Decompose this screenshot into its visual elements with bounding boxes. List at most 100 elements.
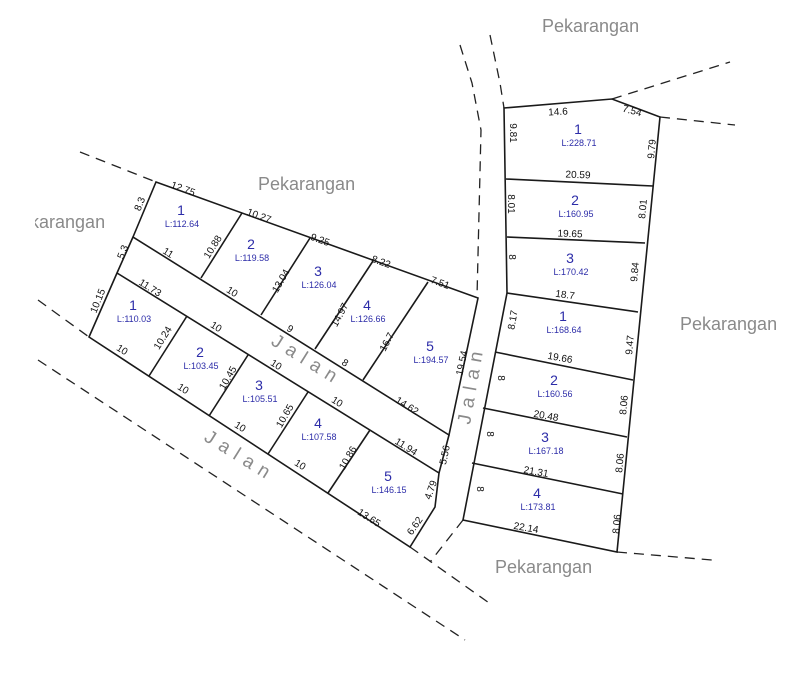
dimension-label: 9.81 <box>507 123 518 143</box>
dimension-label: 10.27 <box>245 207 273 226</box>
dimension-label: 8.01 <box>637 198 650 219</box>
dimension-label: 5.3 <box>116 243 132 260</box>
dimension-label: 11 <box>160 246 175 261</box>
dimension-label: 14.6 <box>548 106 568 118</box>
lot-number: 5 <box>384 468 392 484</box>
dimension-label: 8.3 <box>133 195 149 212</box>
dimension-label: 10 <box>268 358 284 373</box>
dimension-label: 18.7 <box>555 289 576 303</box>
label-pekarangan-top-center: Pekarangan <box>258 174 355 194</box>
dimension-label: 10.88 <box>202 233 225 260</box>
lot-number: 1 <box>129 297 137 313</box>
lot: 3L:105.51 <box>242 377 277 404</box>
dimension-label: 13.04 <box>270 267 292 295</box>
lot-number: 1 <box>177 202 185 218</box>
dimension-label: 8 <box>474 486 485 492</box>
right-block-lines <box>462 98 661 553</box>
dimension-label: 9.79 <box>646 138 659 159</box>
dimension-label: 19.65 <box>557 229 583 241</box>
lot: 5L:146.15 <box>371 468 406 495</box>
label-pekarangan-left: Pekarangan <box>8 212 105 232</box>
dimension-label: 8 <box>339 357 350 370</box>
lot-number: 2 <box>247 236 255 252</box>
dimension-label: 8.17 <box>506 309 520 331</box>
dimension-label: 19.66 <box>547 351 574 366</box>
dimension-label: 22.14 <box>513 521 540 536</box>
lot: 2L:103.45 <box>183 344 218 371</box>
dimension-label: 10 <box>329 395 345 410</box>
lot-labels: 1L:112.642L:119.583L:126.044L:126.665L:1… <box>117 121 597 512</box>
lot-number: 4 <box>314 415 322 431</box>
lot-number: 3 <box>541 429 549 445</box>
lot-area: L:168.64 <box>546 325 581 335</box>
dimension-label: 8 <box>495 375 506 381</box>
lot-number: 5 <box>426 338 434 354</box>
lot: 2L:160.95 <box>558 192 593 219</box>
dimension-label: 11.73 <box>137 277 164 299</box>
lot-area: L:146.15 <box>371 485 406 495</box>
lot-number: 3 <box>255 377 263 393</box>
lot-number: 2 <box>196 344 204 360</box>
dimension-label: 19.54 <box>455 349 471 376</box>
dimension-label: 7.51 <box>429 275 451 292</box>
lot: 5L:194.57 <box>413 338 448 365</box>
label-pekarangan-right: Pekarangan <box>680 314 777 334</box>
lot-number: 2 <box>550 372 558 388</box>
lot: 1L:168.64 <box>546 308 581 335</box>
lot: 2L:160.56 <box>537 372 572 399</box>
lot-area: L:228.71 <box>561 138 596 148</box>
dimension-label: 9.84 <box>629 261 642 282</box>
lot-area: L:194.57 <box>413 355 448 365</box>
lot-number: 3 <box>566 250 574 266</box>
lot-number: 4 <box>363 297 371 313</box>
lot-number: 3 <box>314 263 322 279</box>
lot-area: L:160.95 <box>558 209 593 219</box>
dimension-label: 20.48 <box>533 409 560 424</box>
lot-number: 4 <box>533 485 541 501</box>
lot-area: L:110.03 <box>117 314 151 324</box>
label-pekarangan-top-right: Pekarangan <box>542 16 639 36</box>
lot-number: 2 <box>571 192 579 208</box>
dimension-label: 10.86 <box>337 444 359 472</box>
lot-area: L:119.58 <box>235 253 269 263</box>
lot: 1L:112.64 <box>165 202 199 229</box>
lot-area: L:105.51 <box>242 394 277 404</box>
label-pekarangan-bottom: Pekarangan <box>495 557 592 577</box>
boundary-dashed-lines <box>37 34 736 641</box>
lot-number: 1 <box>559 308 567 324</box>
dimension-label: 20.59 <box>565 170 591 182</box>
dimension-label: 10.24 <box>152 324 175 351</box>
area-labels: Pekarangan Pekarangan Pekarangan Pekaran… <box>8 16 777 577</box>
lot-area: L:126.66 <box>350 314 385 324</box>
lot: 2L:119.58 <box>235 236 269 263</box>
lot-area: L:112.64 <box>165 219 199 229</box>
dimension-label: 10 <box>114 343 130 358</box>
dimension-label: 8.06 <box>618 394 631 415</box>
dimension-label: 12.75 <box>169 180 197 199</box>
dimension-label: 10 <box>208 320 224 335</box>
lot: 3L:126.04 <box>301 263 336 290</box>
lot-area: L:103.45 <box>183 361 218 371</box>
lot-number: 1 <box>574 121 582 137</box>
lot-area: L:167.18 <box>528 446 563 456</box>
dimension-label: 8.01 <box>505 194 516 214</box>
dimension-label: 7.54 <box>621 104 643 120</box>
dimension-labels: 12.7510.279.258.227.518.35.310.151110981… <box>89 104 659 538</box>
dimension-label: 8.06 <box>611 513 624 534</box>
dimension-label: 8.22 <box>370 254 392 271</box>
lot-area: L:126.04 <box>301 280 336 290</box>
lot-area: L:170.42 <box>553 267 588 277</box>
lot: 4L:126.66 <box>350 297 385 324</box>
lot-area: L:160.56 <box>537 389 572 399</box>
lot-area: L:173.81 <box>520 502 555 512</box>
dimension-label: 5.56 <box>438 444 453 466</box>
dimension-label: 9.47 <box>624 334 637 355</box>
dimension-label: 21.31 <box>523 465 550 480</box>
lot-area: L:107.58 <box>301 432 336 442</box>
dimension-label: 8 <box>506 254 517 260</box>
lot: 4L:173.81 <box>520 485 555 512</box>
lower-block-lines <box>87 236 450 549</box>
dimension-label: 9 <box>284 323 295 336</box>
lot: 3L:167.18 <box>528 429 563 456</box>
